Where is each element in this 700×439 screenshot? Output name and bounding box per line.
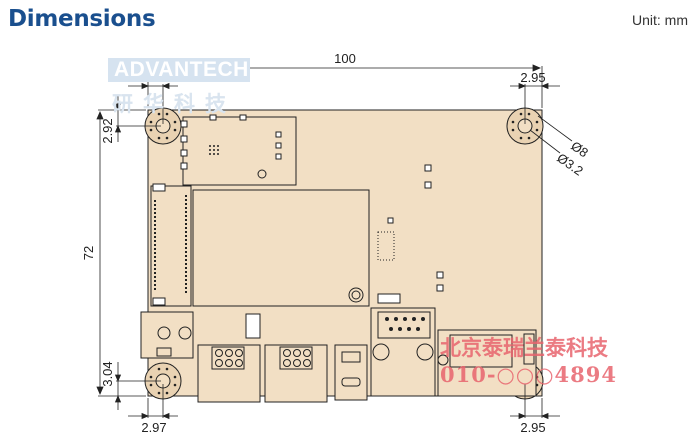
power-connector	[140, 311, 194, 359]
dim-top-vertical-label: 2.92	[100, 118, 115, 143]
dim-bottom-right-label: 2.95	[520, 420, 545, 435]
dim-bottom-vertical-label: 3.04	[100, 361, 115, 386]
dim-bottom-left-label: 2.97	[141, 420, 166, 435]
dim-top-right-label: 2.95	[520, 70, 545, 85]
phone-watermark: 010-○○○4894	[440, 362, 617, 387]
lan-port	[437, 329, 537, 397]
usb-port-1	[197, 344, 261, 403]
hdmi-port	[334, 344, 368, 401]
page-title: Dimensions	[8, 6, 156, 32]
usb-port-2	[264, 344, 328, 403]
dim-width-label: 100	[334, 51, 356, 66]
dealer-watermark: 北京泰瑞兰泰科技	[440, 336, 608, 360]
dim-height-label: 72	[81, 246, 96, 260]
advantech-cn-watermark: 研华科技	[112, 92, 236, 116]
com-port	[370, 307, 436, 397]
advantech-watermark: ADVANTECH	[108, 58, 250, 82]
processor-area	[192, 189, 370, 307]
unit-label: Unit: mm	[632, 12, 688, 28]
memory-slot	[150, 185, 192, 307]
